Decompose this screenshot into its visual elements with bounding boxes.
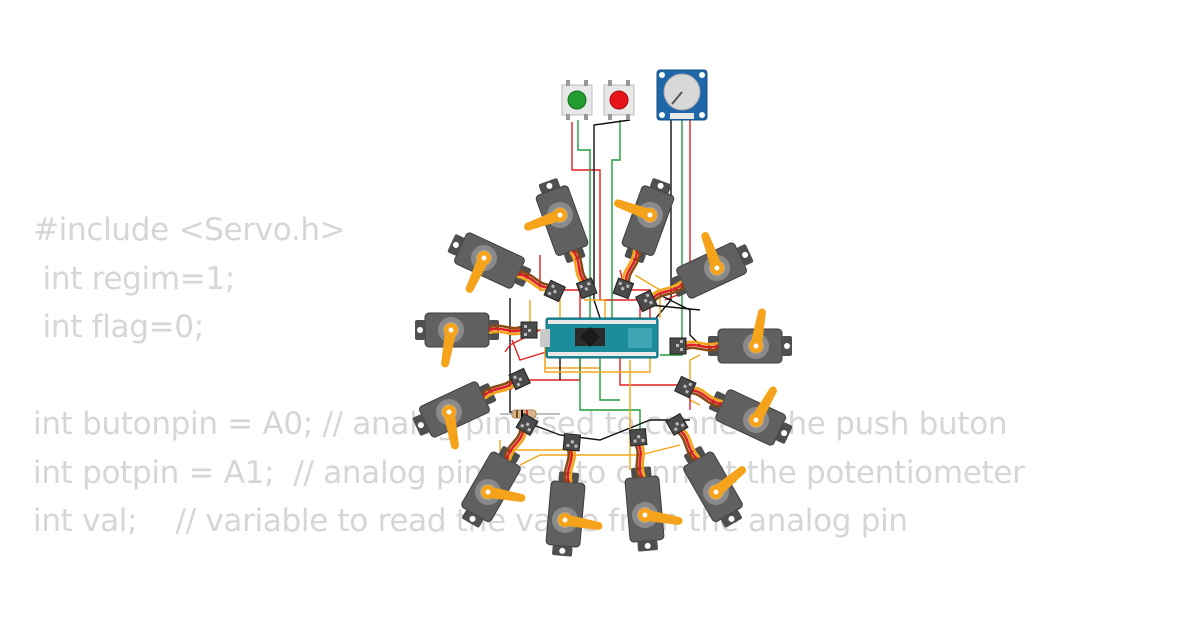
servo-motor[interactable] bbox=[585, 168, 680, 303]
green-pushbutton[interactable] bbox=[561, 80, 593, 120]
code-line: #include <Servo.h> bbox=[33, 212, 346, 248]
wire bbox=[499, 440, 571, 465]
code-line: int val; // variable to read the value f… bbox=[33, 503, 908, 539]
wire bbox=[689, 354, 701, 406]
wire bbox=[649, 304, 701, 311]
wire bbox=[544, 358, 651, 373]
wire bbox=[519, 444, 681, 466]
servo-group bbox=[407, 168, 798, 559]
wire bbox=[611, 120, 621, 318]
wire bbox=[659, 294, 701, 346]
wire bbox=[660, 118, 683, 356]
wire bbox=[579, 358, 641, 430]
servo-motor[interactable] bbox=[668, 307, 794, 365]
red-pushbutton[interactable] bbox=[603, 80, 635, 120]
wire bbox=[511, 339, 547, 361]
wire bbox=[519, 419, 690, 441]
servo-motor[interactable] bbox=[543, 431, 611, 559]
rotary-potentiometer[interactable] bbox=[656, 69, 708, 121]
code-line: int flag=0; bbox=[33, 309, 205, 345]
wire bbox=[599, 358, 620, 401]
wire bbox=[593, 119, 631, 319]
servo-motor[interactable] bbox=[619, 426, 687, 554]
code-line: int regim=1; bbox=[33, 260, 236, 297]
wire bbox=[577, 120, 591, 318]
arduino-nano-board[interactable] bbox=[540, 317, 659, 359]
